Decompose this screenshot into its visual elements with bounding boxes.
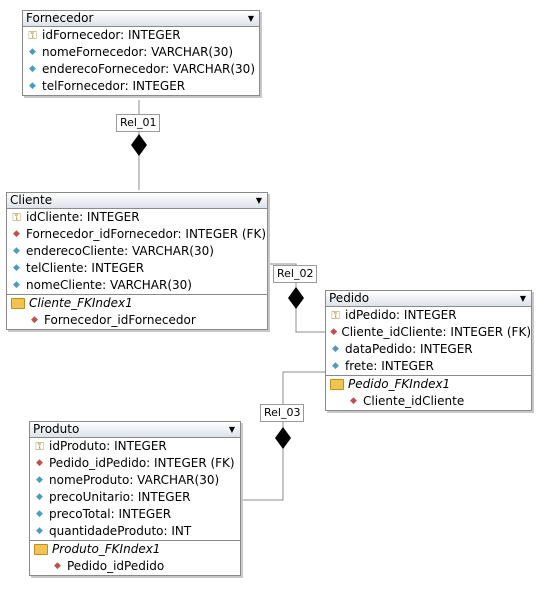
entity-header[interactable]: Fornecedor ▼ <box>23 11 259 27</box>
attribute-row[interactable]: ⚿ idFornecedor: INTEGER <box>23 27 259 44</box>
attribute-diamond-icon: ◆ <box>332 344 339 354</box>
attribute-row[interactable]: ◆ enderecoCliente: VARCHAR(30) <box>7 243 267 260</box>
attribute-label: precoUnitario: INTEGER <box>49 490 191 504</box>
attribute-label: idFornecedor: INTEGER <box>42 28 181 42</box>
entity-title: Pedido <box>329 291 370 305</box>
attribute-row[interactable]: ◆ Fornecedor_idFornecedor: INTEGER (FK) <box>7 226 267 243</box>
attribute-label: dataPedido: INTEGER <box>345 342 473 356</box>
chevron-down-icon[interactable]: ▼ <box>247 14 254 23</box>
attribute-diamond-icon: ◆ <box>13 280 20 290</box>
attribute-label: Pedido_idPedido: INTEGER (FK) <box>49 456 235 470</box>
foreign-key-diamond-icon: ◆ <box>36 458 43 468</box>
index-column-label: Pedido_idPedido <box>67 559 165 573</box>
attribute-row[interactable]: ◆ precoTotal: INTEGER <box>30 506 240 523</box>
attribute-label: enderecoCliente: VARCHAR(30) <box>26 244 214 258</box>
attribute-label: nomeFornecedor: VARCHAR(30) <box>42 45 234 59</box>
index-folder-icon <box>11 298 25 309</box>
index-row[interactable]: Produto_FKIndex1 <box>30 540 240 558</box>
attribute-diamond-icon: ◆ <box>13 263 20 273</box>
relationship-label-rel-02[interactable]: Rel_02 <box>273 265 318 283</box>
attribute-diamond-icon: ◆ <box>29 47 36 57</box>
entity-pedido[interactable]: Pedido ▼ ⚿idPedido: INTEGER ◆Cliente_idC… <box>325 290 532 411</box>
key-icon: ⚿ <box>12 211 21 224</box>
foreign-key-diamond-icon: ◆ <box>31 315 38 325</box>
foreign-key-diamond-icon: ◆ <box>330 327 338 337</box>
attribute-row[interactable]: ◆ Pedido_idPedido: INTEGER (FK) <box>30 455 240 472</box>
index-row[interactable]: Pedido_FKIndex1 <box>326 375 531 393</box>
index-column-label: Cliente_idCliente <box>363 394 465 408</box>
foreign-key-diamond-icon: ◆ <box>350 396 357 406</box>
diamond-icon <box>288 287 304 309</box>
index-folder-icon <box>34 544 48 555</box>
entity-title: Cliente <box>10 193 53 207</box>
attribute-label: idCliente: INTEGER <box>26 210 140 224</box>
entity-title: Produto <box>33 422 80 436</box>
attribute-diamond-icon: ◆ <box>36 475 43 485</box>
attribute-label: nomeProduto: VARCHAR(30) <box>49 473 220 487</box>
chevron-down-icon[interactable]: ▼ <box>255 196 262 205</box>
attribute-label: quantidadeProduto: INT <box>49 524 192 538</box>
attribute-diamond-icon: ◆ <box>36 492 43 502</box>
attribute-label: frete: INTEGER <box>345 359 434 373</box>
entity-header[interactable]: Pedido ▼ <box>326 291 531 307</box>
diamond-icon <box>131 134 147 156</box>
attribute-label: Cliente_idCliente: INTEGER (FK) <box>341 325 531 339</box>
attribute-row[interactable]: ◆ quantidadeProduto: INT <box>30 523 240 540</box>
entity-header[interactable]: Cliente ▼ <box>7 193 267 209</box>
attribute-label: idPedido: INTEGER <box>345 308 457 322</box>
key-icon: ⚿ <box>331 309 340 322</box>
attribute-label: nomeCliente: VARCHAR(30) <box>26 278 192 292</box>
attribute-row[interactable]: ◆ precoUnitario: INTEGER <box>30 489 240 506</box>
attribute-label: telCliente: INTEGER <box>26 261 145 275</box>
chevron-down-icon[interactable]: ▼ <box>519 294 526 303</box>
index-column-row[interactable]: ◆ Fornecedor_idFornecedor <box>7 312 267 329</box>
attribute-diamond-icon: ◆ <box>36 509 43 519</box>
attribute-diamond-icon: ◆ <box>36 526 43 536</box>
key-icon: ⚿ <box>28 29 37 42</box>
attribute-diamond-icon: ◆ <box>13 246 20 256</box>
attribute-row[interactable]: ⚿ idCliente: INTEGER <box>7 209 267 226</box>
diamond-icon <box>275 427 291 449</box>
index-name: Cliente_FKIndex1 <box>29 296 133 310</box>
index-column-row[interactable]: ◆ Pedido_idPedido <box>30 558 240 575</box>
attribute-label: telFornecedor: INTEGER <box>42 79 186 93</box>
attribute-row[interactable]: ◆ enderecoFornecedor: VARCHAR(30) <box>23 61 259 78</box>
attribute-row[interactable]: ⚿ idProduto: INTEGER <box>30 438 240 455</box>
attribute-diamond-icon: ◆ <box>332 361 339 371</box>
entity-cliente[interactable]: Cliente ▼ ⚿ idCliente: INTEGER ◆ Fornecedo… <box>6 192 268 330</box>
attribute-row[interactable]: ⚿ idPedido: INTEGER <box>326 307 531 324</box>
attribute-label: enderecoFornecedor: VARCHAR(30) <box>42 62 255 76</box>
index-column-label: Fornecedor_idFornecedor <box>44 313 196 327</box>
entity-produto[interactable]: Produto ▼ ⚿ idProduto: INTEGER ◆ Pedido_id… <box>29 421 241 576</box>
attribute-row[interactable]: ◆ telCliente: INTEGER <box>7 260 267 277</box>
index-column-row[interactable]: ◆ Cliente_idCliente <box>326 393 531 410</box>
index-row[interactable]: Cliente_FKIndex1 <box>7 294 267 312</box>
attribute-row[interactable]: ◆ nomeCliente: VARCHAR(30) <box>7 277 267 294</box>
index-folder-icon <box>330 379 344 390</box>
relationship-label-rel-03[interactable]: Rel_03 <box>260 404 305 422</box>
attribute-row[interactable]: ◆ dataPedido: INTEGER <box>326 341 531 358</box>
attribute-row[interactable]: ◆ nomeFornecedor: VARCHAR(30) <box>23 44 259 61</box>
attribute-row[interactable]: ◆ nomeProduto: VARCHAR(30) <box>30 472 240 489</box>
attribute-label: Fornecedor_idFornecedor: INTEGER (FK) <box>26 227 266 241</box>
attribute-diamond-icon: ◆ <box>29 81 36 91</box>
attribute-row[interactable]: ◆ frete: INTEGER <box>326 358 531 375</box>
index-name: Pedido_FKIndex1 <box>348 377 451 391</box>
chevron-down-icon[interactable]: ▼ <box>228 425 235 434</box>
attribute-label: idProduto: INTEGER <box>49 439 167 453</box>
attribute-row[interactable]: ◆ telFornecedor: INTEGER <box>23 78 259 95</box>
index-name: Produto_FKIndex1 <box>52 542 161 556</box>
key-icon: ⚿ <box>35 440 44 453</box>
relationship-label-rel-01[interactable]: Rel_01 <box>116 114 161 132</box>
foreign-key-diamond-icon: ◆ <box>13 229 20 239</box>
attribute-row[interactable]: ◆Cliente_idCliente: INTEGER (FK) <box>326 324 531 341</box>
entity-fornecedor[interactable]: Fornecedor ▼ ⚿ idFornecedor: INTEGER ◆ nom… <box>22 10 260 96</box>
attribute-diamond-icon: ◆ <box>29 64 36 74</box>
entity-header[interactable]: Produto ▼ <box>30 422 240 438</box>
foreign-key-diamond-icon: ◆ <box>54 561 61 571</box>
entity-title: Fornecedor <box>26 11 94 25</box>
attribute-label: precoTotal: INTEGER <box>49 507 172 521</box>
